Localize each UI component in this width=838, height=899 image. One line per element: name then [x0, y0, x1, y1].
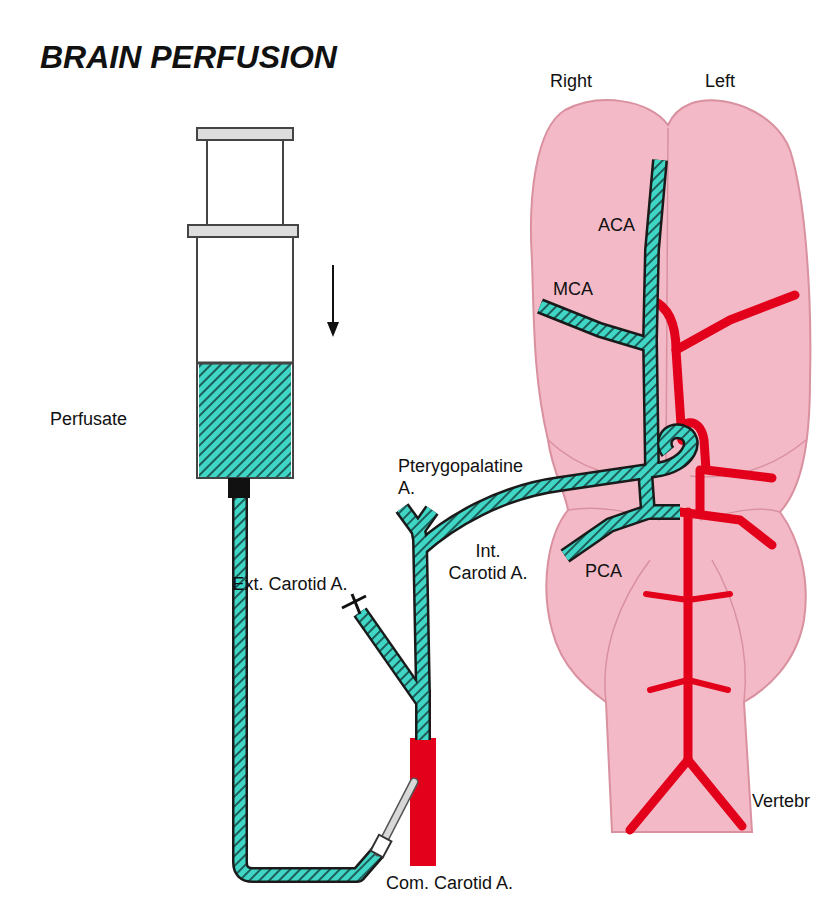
perfusate-path [240, 160, 691, 875]
artery-label: MCA [553, 278, 593, 300]
syringe [188, 128, 298, 498]
part-label: Perfusate [50, 408, 127, 430]
artery-label: Ext. Carotid A. [232, 573, 348, 595]
artery-label: Vertebr [752, 790, 810, 812]
artery-label: Com. Carotid A. [386, 872, 513, 894]
artery-label: PCA [585, 560, 622, 582]
artery-label: ACA [598, 214, 635, 236]
push-arrow [327, 265, 339, 337]
artery-label: Int. Carotid A. [448, 540, 528, 584]
common-carotid [410, 738, 436, 866]
side-label: Right [550, 70, 592, 92]
artery-label: Pterygopalatine A. [398, 455, 534, 499]
tube-connector [371, 835, 392, 857]
side-label: Left [705, 70, 735, 92]
perfusate-path-outline [240, 160, 691, 875]
ligature [342, 594, 366, 614]
diagram-title: BRAIN PERFUSION [40, 38, 337, 76]
